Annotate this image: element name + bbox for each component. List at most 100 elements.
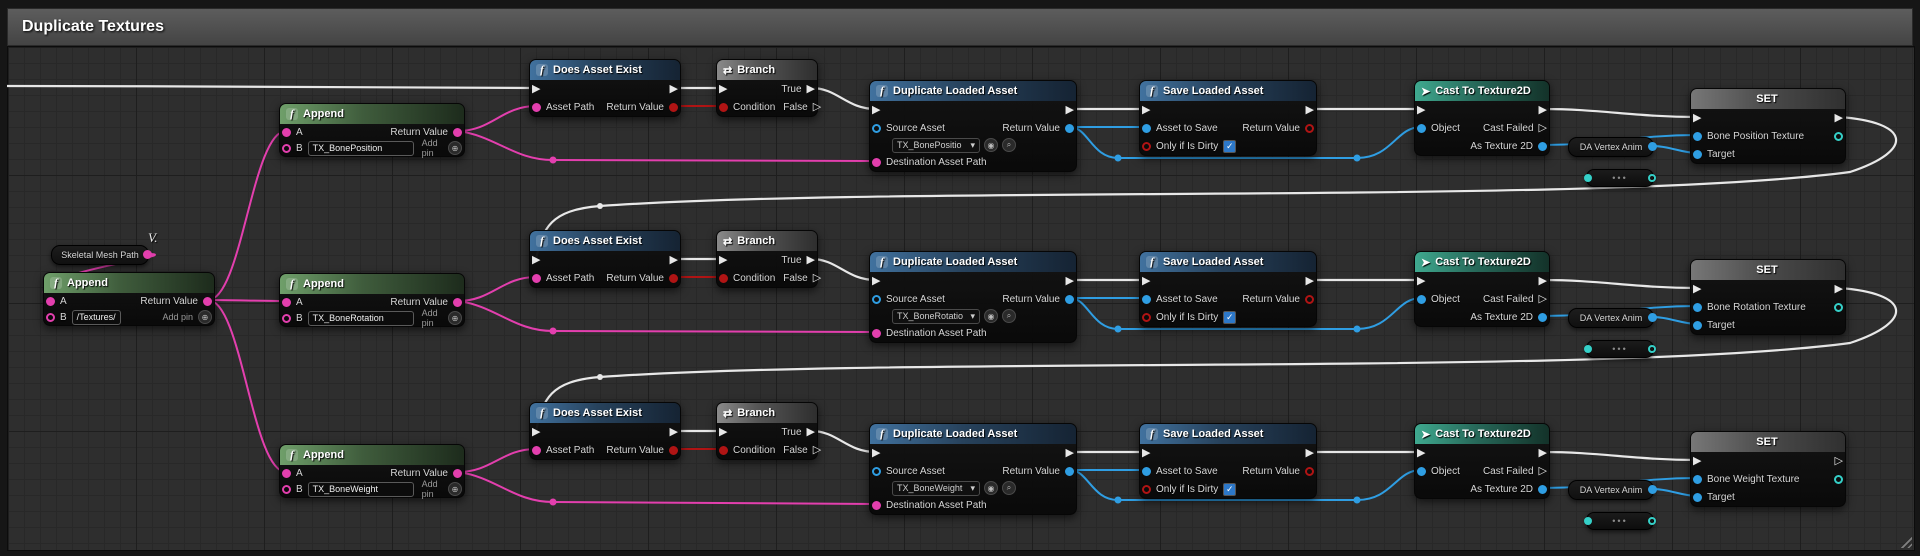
exec-out-pin[interactable]: ▶ [669, 425, 678, 438]
pin-source-asset[interactable] [872, 123, 881, 133]
pin-return-value[interactable] [1305, 123, 1314, 133]
pin-return-value[interactable] [453, 127, 462, 137]
exec-in-pin[interactable]: ▶ [1417, 446, 1426, 459]
pin-as-texture-2d[interactable] [1538, 141, 1547, 151]
object-output-pin[interactable] [1648, 313, 1657, 322]
use-asset-icon[interactable]: ◉ [984, 309, 998, 323]
exec-out-pin[interactable]: ▶ [1065, 274, 1074, 287]
variable-node-da-vertex-anim-2[interactable]: DA Vertex Anim [1568, 308, 1657, 328]
pin-as-texture-2d[interactable] [1538, 312, 1547, 322]
string-output-pin[interactable] [143, 250, 152, 259]
exec-in-pin[interactable]: ▶ [872, 446, 881, 459]
exec-out-pin[interactable]: ▶ [1538, 446, 1547, 459]
only-if-dirty-checkbox[interactable]: ✓ [1223, 310, 1237, 324]
pin-return-value[interactable] [1065, 294, 1074, 304]
pin-asset-path[interactable] [532, 102, 541, 112]
exec-out-pin[interactable]: ▶ [1065, 446, 1074, 459]
use-asset-icon[interactable]: ◉ [984, 138, 998, 152]
cast-failed-exec-pin[interactable]: ▷ [1538, 121, 1547, 134]
pin-object[interactable] [1417, 466, 1426, 476]
true-exec-pin[interactable]: ▶ [806, 253, 815, 266]
pin-only-if-dirty[interactable] [1142, 141, 1151, 151]
node-set-bone-position-texture[interactable]: SET ▶ ▶ Bone Position Texture Target [1690, 88, 1846, 164]
exec-in-pin[interactable]: ▶ [1142, 274, 1151, 287]
exec-in-pin[interactable]: ▶ [1693, 454, 1702, 467]
exec-out-pin[interactable]: ▶ [1305, 274, 1314, 287]
b-value-input[interactable]: TX_BonePosition [307, 140, 414, 156]
exec-in-pin[interactable]: ▶ [1142, 446, 1151, 459]
exec-in-pin[interactable]: ▶ [1417, 103, 1426, 116]
exec-in-pin[interactable]: ▶ [1693, 111, 1702, 124]
add-pin-icon[interactable]: ⊕ [448, 311, 462, 325]
node-cast-to-texture2d-2[interactable]: ➤Cast To Texture2D ▶ ▶ Object Cast Faile… [1414, 251, 1550, 327]
exec-out-pin[interactable]: ▶ [1834, 111, 1843, 124]
pin-return-value[interactable] [1305, 294, 1314, 304]
exec-out-pin[interactable]: ▶ [1065, 103, 1074, 116]
pin-as-texture-2d[interactable] [1538, 484, 1547, 494]
add-pin-icon[interactable]: ⊕ [448, 482, 462, 496]
input-pin[interactable] [1584, 517, 1592, 525]
pin-variable-out[interactable] [1834, 131, 1843, 141]
exec-in-pin[interactable]: ▶ [872, 103, 881, 116]
exec-out-pin[interactable]: ▶ [1305, 446, 1314, 459]
true-exec-pin[interactable]: ▶ [806, 82, 815, 95]
pin-b[interactable] [282, 143, 291, 153]
pin-a[interactable] [46, 296, 55, 306]
node-cast-to-texture2d-1[interactable]: ➤Cast To Texture2D ▶ ▶ Object Cast Faile… [1414, 80, 1550, 156]
add-pin-icon[interactable]: ⊕ [198, 310, 212, 324]
pin-destination-asset-path[interactable] [872, 157, 881, 167]
only-if-dirty-checkbox[interactable]: ✓ [1223, 482, 1237, 496]
pin-asset-to-save[interactable] [1142, 123, 1151, 133]
pin-target[interactable] [1693, 149, 1702, 159]
exec-out-pin[interactable]: ▶ [669, 82, 678, 95]
pin-return-value[interactable] [669, 102, 678, 112]
output-pin[interactable] [1648, 517, 1656, 525]
pin-asset-path[interactable] [532, 273, 541, 283]
pin-variable-in[interactable] [1693, 474, 1702, 484]
exec-in-pin[interactable]: ▶ [719, 82, 728, 95]
collapsed-node-2[interactable]: ••• [1584, 340, 1656, 358]
false-exec-pin[interactable]: ▷ [812, 100, 822, 113]
browse-asset-icon[interactable]: ⌕ [1002, 138, 1016, 152]
node-branch-3[interactable]: ⇄Branch ▶ True▶ Condition False▷ [716, 402, 822, 460]
source-asset-picker[interactable]: TX_BoneRotatio▾ [892, 308, 980, 324]
node-append-root[interactable]: f Append A Return Value B/Textures/ Add … [43, 272, 215, 326]
pin-a[interactable] [282, 127, 291, 137]
add-pin-icon[interactable]: ⊕ [448, 141, 462, 155]
cast-failed-exec-pin[interactable]: ▷ [1538, 292, 1547, 305]
exec-in-pin[interactable]: ▶ [532, 82, 541, 95]
only-if-dirty-checkbox[interactable]: ✓ [1223, 139, 1237, 153]
pin-destination-asset-path[interactable] [872, 500, 881, 510]
exec-in-pin[interactable]: ▶ [1417, 274, 1426, 287]
pin-return-value[interactable] [203, 296, 212, 306]
false-exec-pin[interactable]: ▷ [812, 443, 822, 456]
exec-out-pin[interactable]: ▶ [669, 253, 678, 266]
pin-only-if-dirty[interactable] [1142, 312, 1151, 322]
pin-asset-to-save[interactable] [1142, 294, 1151, 304]
node-cast-to-texture2d-3[interactable]: ➤Cast To Texture2D ▶ ▶ Object Cast Faile… [1414, 423, 1550, 499]
pin-condition[interactable] [719, 273, 728, 283]
pin-return-value[interactable] [1065, 466, 1074, 476]
variable-node-da-vertex-anim-1[interactable]: DA Vertex Anim [1568, 137, 1657, 157]
pin-return-value[interactable] [669, 273, 678, 283]
collapsed-node-1[interactable]: ••• [1584, 169, 1656, 187]
exec-out-pin[interactable]: ▶ [1538, 274, 1547, 287]
exec-in-pin[interactable]: ▶ [532, 425, 541, 438]
input-pin[interactable] [1584, 345, 1592, 353]
object-output-pin[interactable] [1648, 142, 1657, 151]
pin-asset-to-save[interactable] [1142, 466, 1151, 476]
pin-destination-asset-path[interactable] [872, 328, 881, 338]
pin-variable-out[interactable] [1834, 302, 1843, 312]
pin-source-asset[interactable] [872, 294, 881, 304]
pin-return-value[interactable] [453, 468, 462, 478]
false-exec-pin[interactable]: ▷ [812, 271, 822, 284]
